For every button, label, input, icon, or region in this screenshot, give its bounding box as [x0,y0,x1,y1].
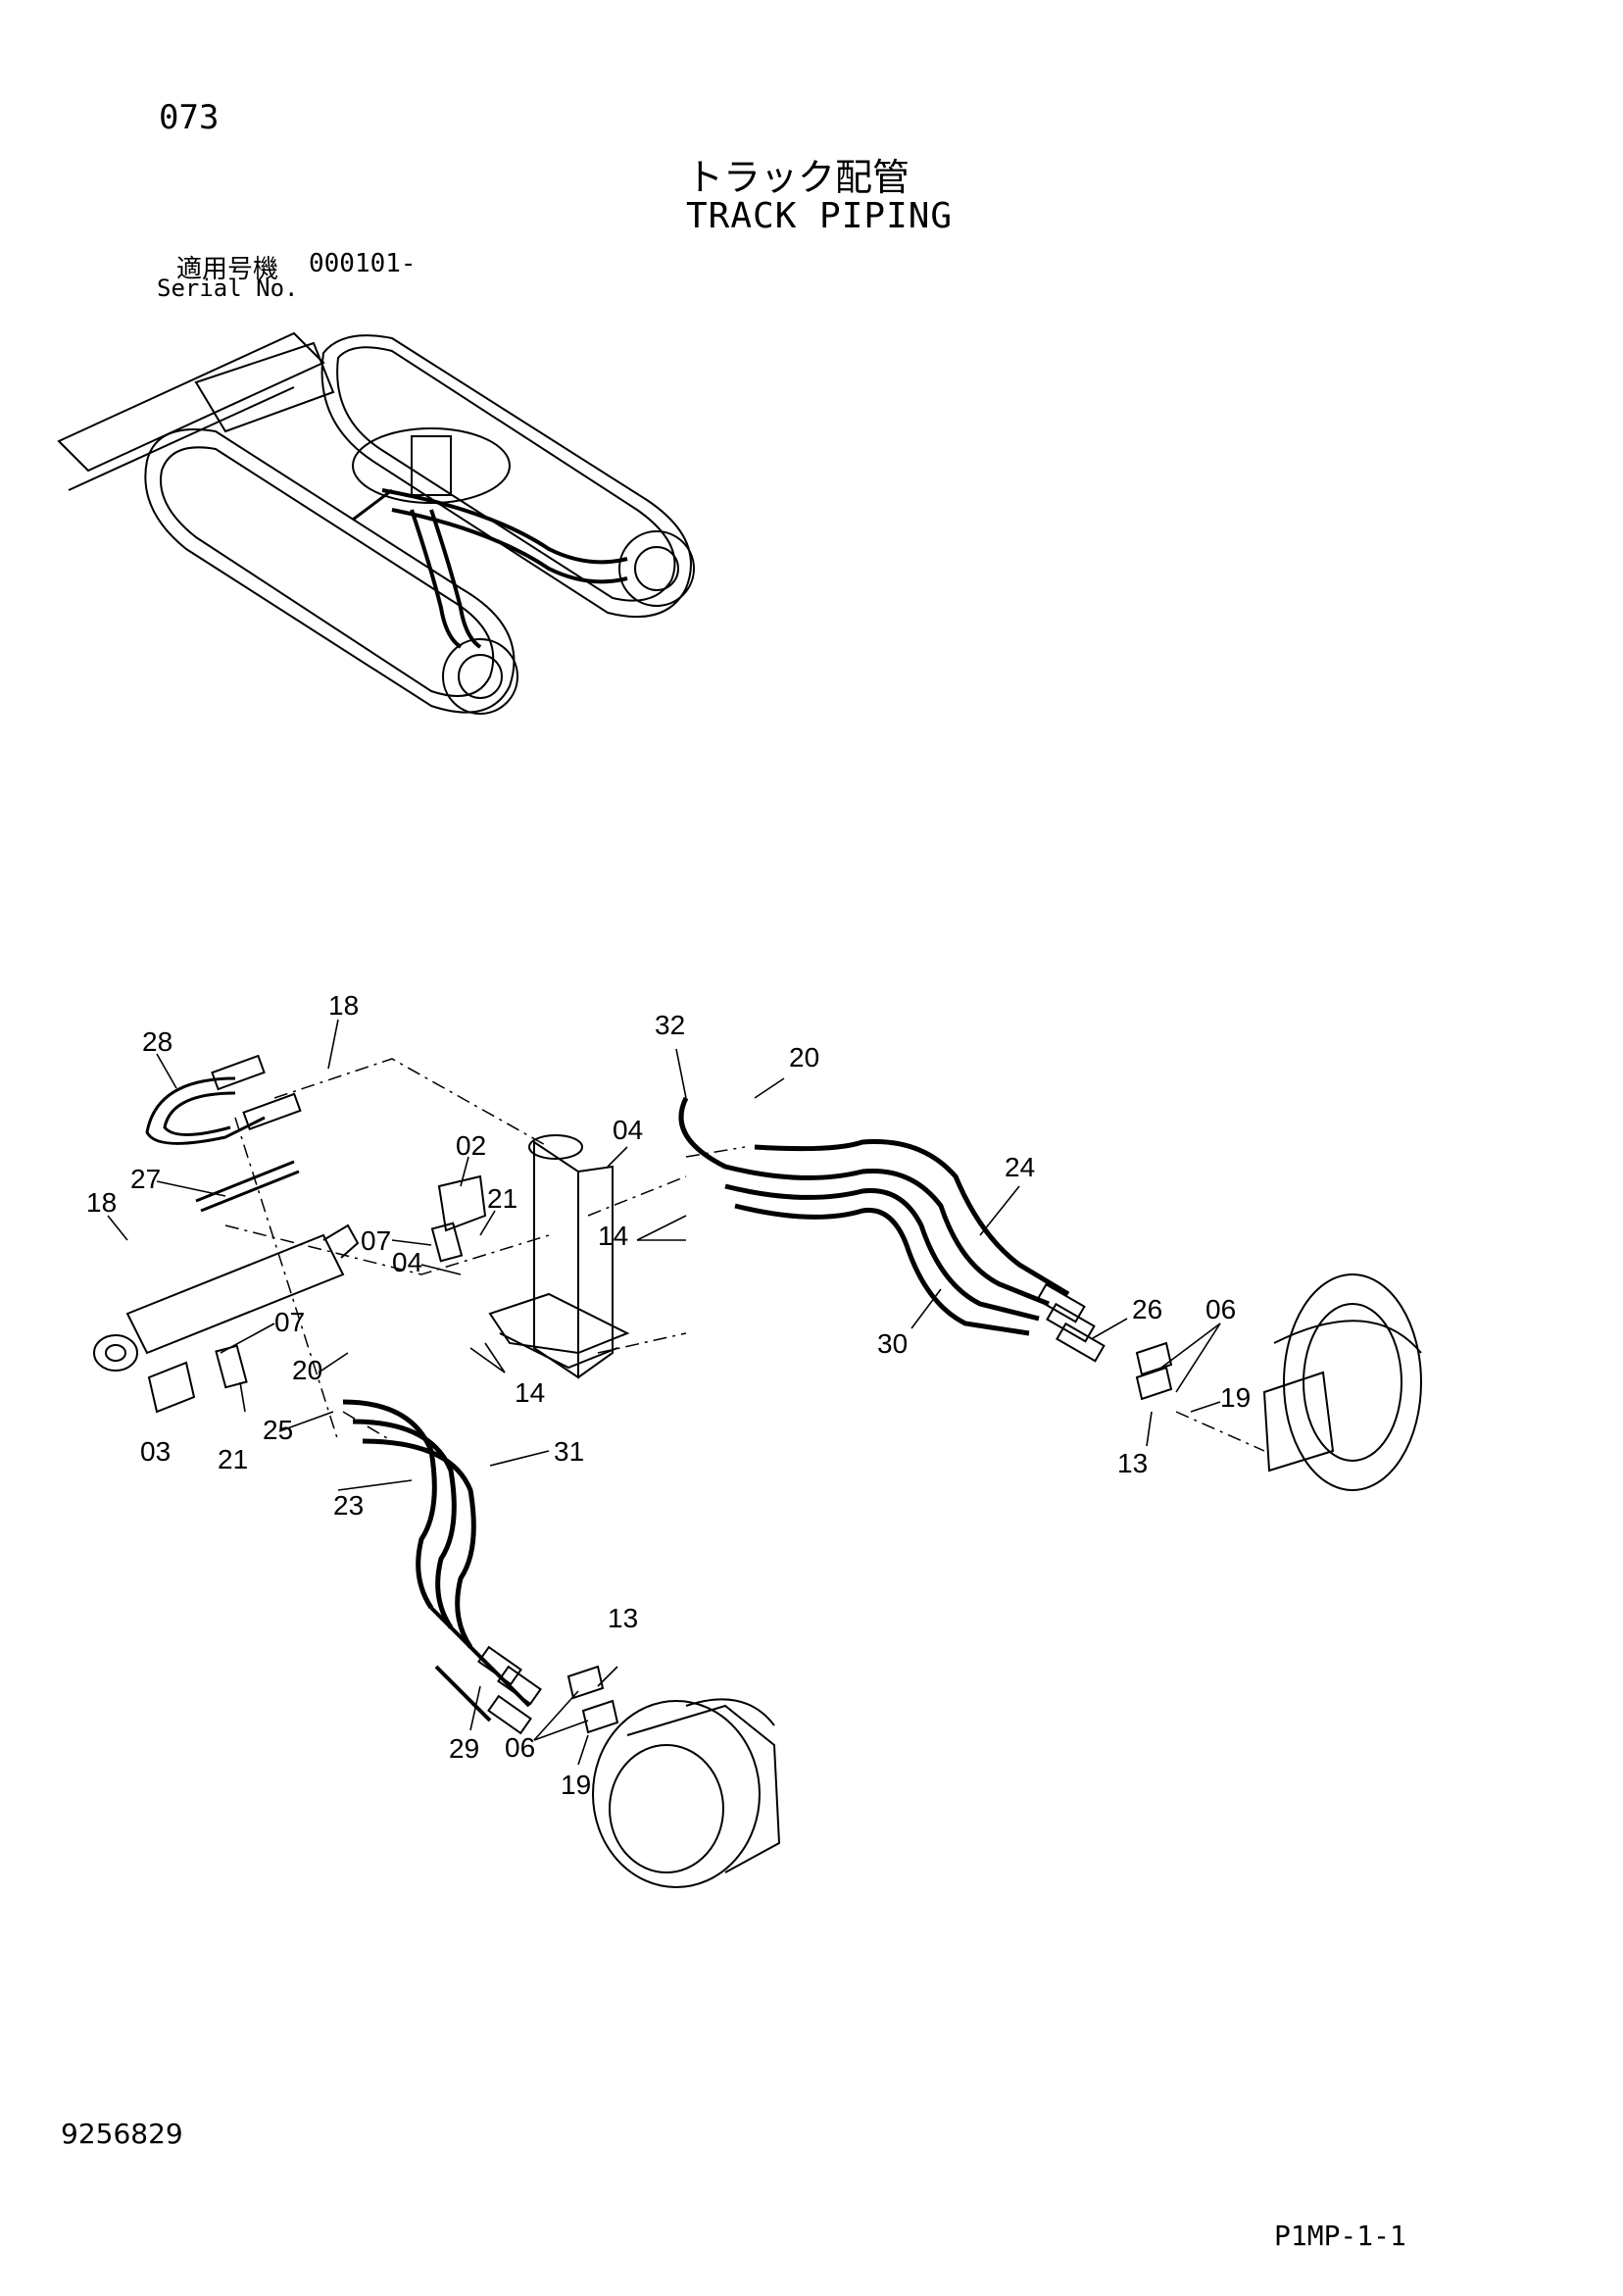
callout-04-right: 04 [613,1115,643,1145]
overview-illustration [57,331,695,715]
callout-02: 02 [456,1130,486,1161]
callout-21-lower: 21 [218,1444,248,1474]
callout-13-lower: 13 [608,1603,638,1633]
document-number: 9256829 [61,2118,183,2150]
title-english: TRACK PIPING [686,196,954,236]
callout-18-top: 18 [328,990,359,1021]
callout-14-lower: 14 [515,1377,545,1408]
callout-13-right: 13 [1117,1448,1148,1478]
serial-label-japanese: 適用号機 [176,255,279,284]
callout-26: 26 [1132,1294,1162,1324]
serial-label-english: Serial No. [157,275,299,302]
callout-30: 30 [877,1328,908,1359]
callout-28: 28 [142,1026,172,1057]
callout-06-lower: 06 [505,1732,535,1763]
callout-20-left: 20 [292,1355,322,1385]
callout-07-upper: 07 [361,1225,391,1256]
callout-19-lower: 19 [561,1770,591,1800]
callout-03: 03 [140,1436,171,1467]
callout-04-left: 04 [392,1247,422,1277]
exploded-view [93,1054,1422,1888]
callout-06-right: 06 [1205,1294,1236,1324]
callout-labels: 18 28 27 18 02 21 07 04 07 20 03 21 25 2… [86,990,1251,1800]
callout-20-right: 20 [789,1042,819,1073]
callout-24: 24 [1005,1152,1035,1182]
callout-29: 29 [449,1733,479,1764]
page-code: P1MP-1-1 [1274,2220,1406,2252]
title-japanese: トラック配管 [686,156,910,199]
callout-25: 25 [263,1415,293,1445]
serial-value: 000101- [309,249,417,278]
callout-19-right: 19 [1220,1382,1251,1413]
callout-07-lower: 07 [274,1307,305,1337]
leader-lines [107,1019,1221,1766]
callout-27: 27 [130,1164,161,1194]
callout-31: 31 [554,1436,584,1467]
callout-21-upper: 21 [487,1183,517,1214]
page-number: 073 [159,98,220,137]
callout-14-upper: 14 [598,1221,628,1251]
callout-18-left: 18 [86,1187,117,1218]
callout-32: 32 [655,1010,685,1040]
callout-23: 23 [333,1490,364,1521]
